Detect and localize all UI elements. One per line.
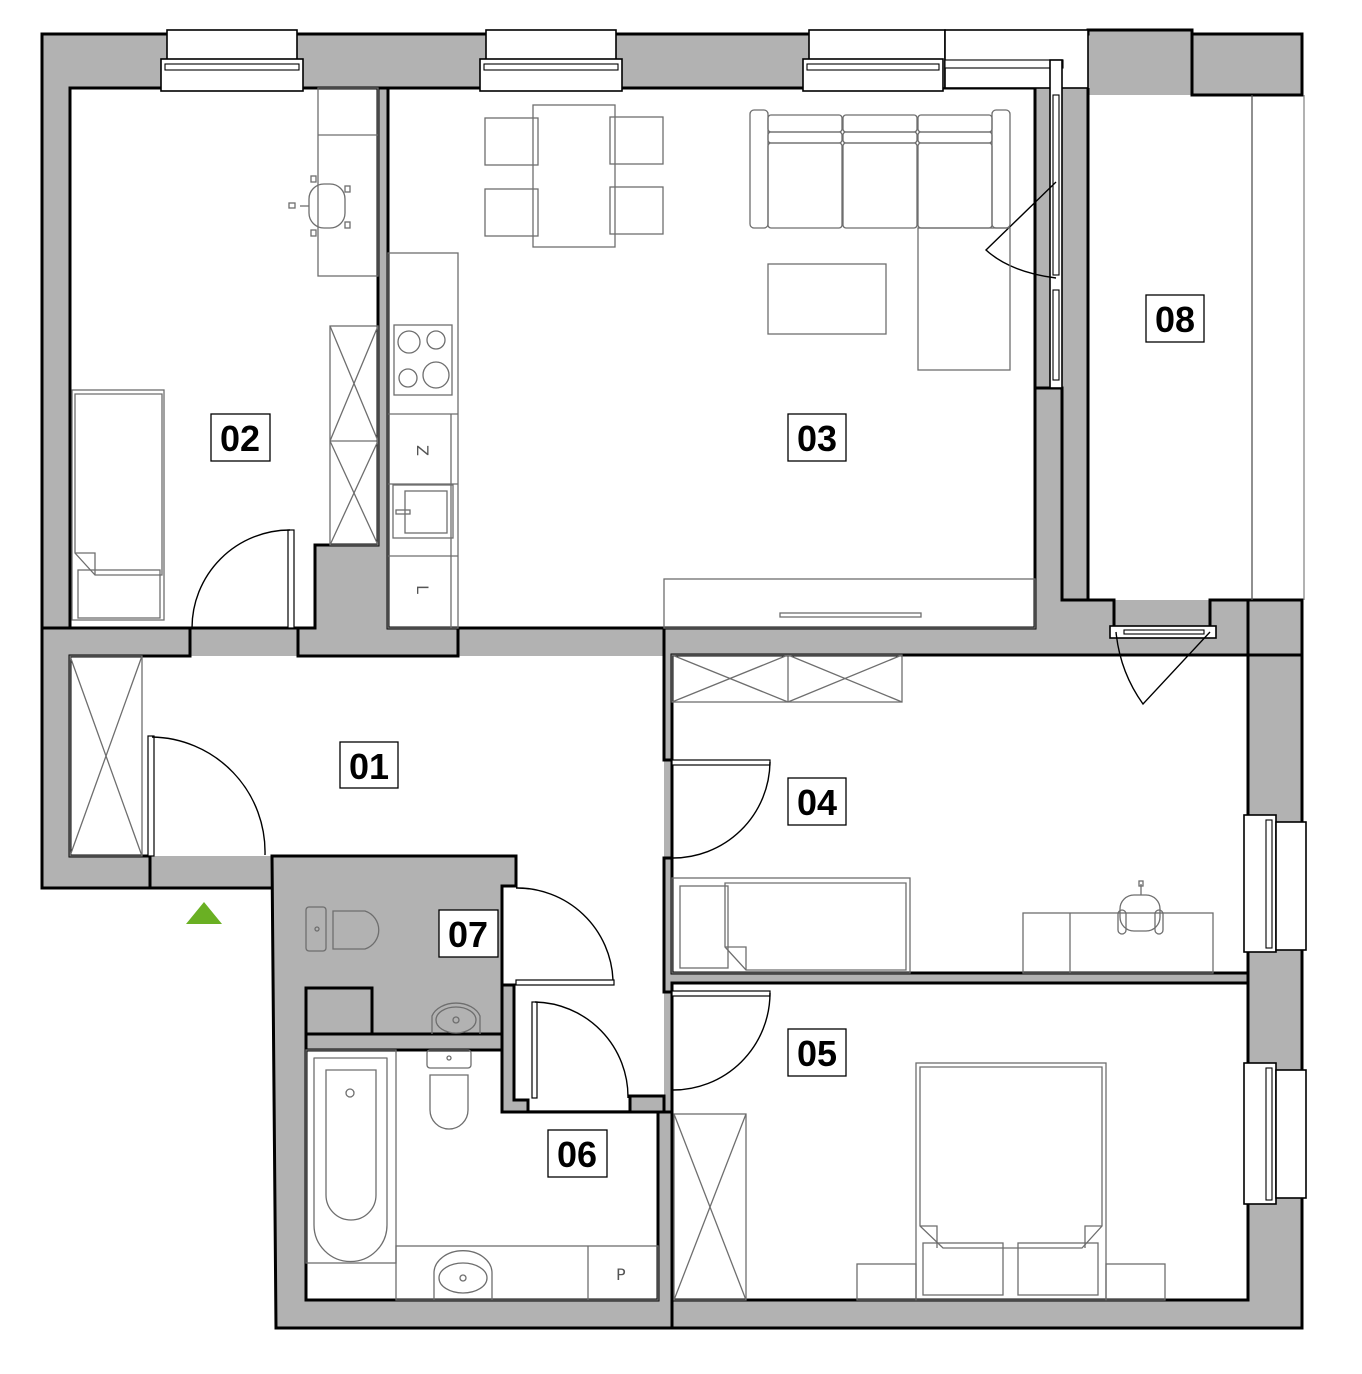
svg-text:08: 08	[1155, 299, 1195, 340]
room-label-02: 02	[210, 413, 271, 462]
balcony	[1251, 95, 1305, 600]
door-06	[531, 1001, 629, 1099]
wardrobe-04	[671, 654, 903, 703]
door-04	[671, 759, 771, 859]
vanity-counter	[395, 1245, 659, 1301]
desk-chair-icon	[1117, 880, 1164, 935]
fridge-mark: Z	[413, 445, 432, 456]
sink-icon	[392, 484, 454, 539]
double-bed	[856, 1062, 1166, 1301]
washer-mark: P	[616, 1265, 626, 1284]
svg-text:05: 05	[797, 1033, 837, 1074]
balcony-door-03	[984, 59, 1063, 389]
toilet-icon	[426, 1049, 472, 1130]
corner-sofa	[749, 109, 1011, 371]
window-room-05	[1243, 1062, 1307, 1205]
cooktop-icon	[393, 324, 453, 396]
door-05	[671, 990, 771, 1091]
washbasin-icon	[431, 1002, 481, 1034]
bathtub-icon	[305, 1049, 397, 1264]
entrance-triangle-icon	[186, 902, 222, 924]
furniture-room-06: P	[305, 1049, 659, 1301]
windows	[160, 29, 1307, 1205]
window-room-04	[1243, 814, 1307, 953]
svg-text:07: 07	[448, 914, 488, 955]
entrance-door	[147, 735, 266, 857]
door-02	[191, 529, 295, 629]
furniture-room-05	[673, 1062, 1166, 1301]
doors	[147, 529, 771, 1099]
tv-unit	[663, 578, 1036, 629]
furniture-room-03: Z L	[387, 104, 1036, 629]
balcony-door-04	[1109, 625, 1217, 706]
window-room-02	[160, 29, 304, 92]
wardrobe-05	[673, 1113, 747, 1301]
furniture-room-02	[71, 87, 379, 621]
single-bed	[71, 389, 165, 621]
room-label-04: 04	[787, 777, 847, 826]
window-room-03-right	[802, 29, 1089, 92]
wardrobe	[329, 325, 379, 546]
hall-wardrobe	[69, 655, 143, 857]
kitchen-counter: Z L	[387, 252, 459, 629]
room-floors	[68, 86, 1302, 1302]
svg-text:04: 04	[797, 782, 837, 823]
furniture-room-07	[305, 906, 481, 1034]
room-label-08: 08	[1145, 294, 1205, 343]
svg-text:06: 06	[557, 1134, 597, 1175]
room-label-05: 05	[787, 1028, 847, 1077]
single-bed-04	[671, 877, 911, 974]
furniture-room-04	[671, 654, 1214, 974]
svg-text:01: 01	[349, 746, 389, 787]
desk-chair-icon	[288, 175, 351, 237]
coffee-table	[767, 263, 887, 335]
svg-text:02: 02	[220, 418, 260, 459]
dishwasher-mark: L	[413, 585, 432, 594]
room-label-01: 01	[339, 741, 399, 789]
door-07	[515, 887, 615, 986]
desk-04	[1022, 880, 1214, 974]
room-label-03: 03	[787, 413, 847, 462]
svg-text:03: 03	[797, 418, 837, 459]
room-label-07: 07	[438, 909, 499, 958]
room-label-06: 06	[547, 1129, 608, 1178]
window-room-03-left	[479, 29, 623, 92]
toilet-icon	[305, 906, 380, 952]
room-labels: 01 02 03 04 05 06 07 08	[210, 294, 1205, 1178]
dining-table	[484, 104, 664, 248]
